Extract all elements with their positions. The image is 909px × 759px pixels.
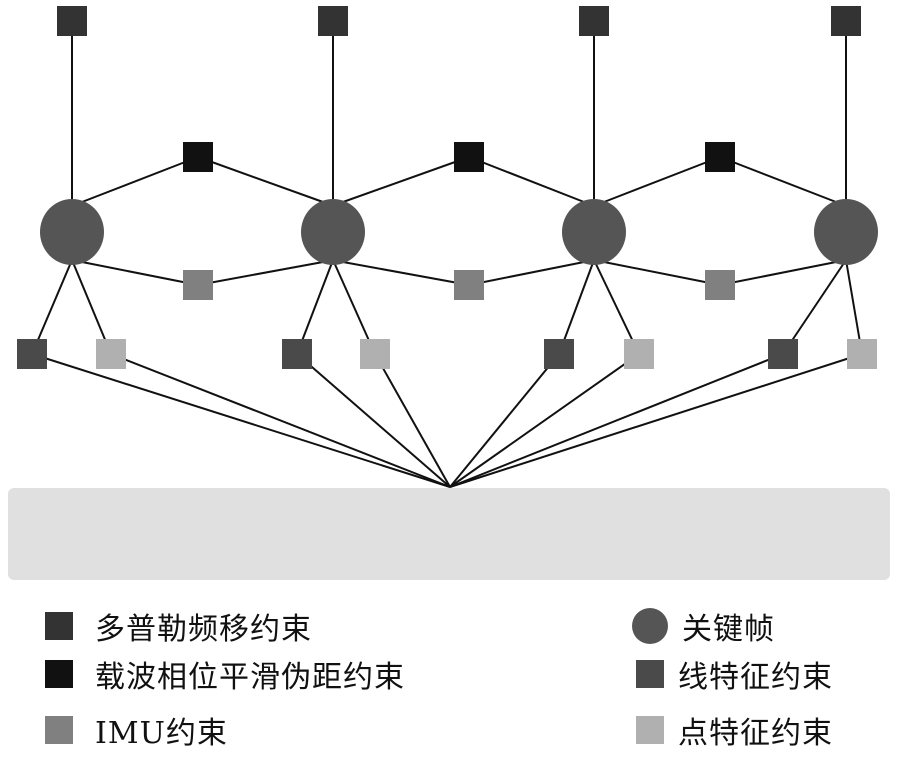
doppler-factor (318, 6, 348, 36)
keyframe-node (301, 199, 365, 265)
point-feature-edge (593, 259, 640, 355)
point-feature-factor-swatch (636, 716, 664, 744)
landmark-edge (449, 353, 784, 488)
legend-label-keyframe: 关键帧 (682, 612, 775, 647)
line-feature-edge (31, 259, 73, 355)
imu-factor (454, 270, 484, 300)
carrier-factor-swatch (45, 660, 73, 688)
carrier-edge (342, 156, 470, 203)
point-feature-edge (845, 259, 863, 355)
imu-factor-swatch (45, 716, 73, 744)
factor-graph (8, 6, 890, 580)
landmark-edge (449, 353, 560, 488)
doppler-factor (831, 6, 861, 36)
legend-item-doppler: 多普勒频移约束 (45, 606, 312, 647)
carrier-edge (603, 156, 721, 203)
doppler-factor (57, 6, 87, 36)
landmark-edge (296, 353, 451, 488)
point-feature-edge (332, 259, 376, 355)
carrier-factor (183, 142, 213, 172)
legend-label-line-feature: 线特征约束 (678, 660, 833, 695)
carrier-edge (468, 156, 585, 203)
legend-item-carrier: 载波相位平滑伪距约束 (45, 654, 405, 695)
keyframe-node (814, 199, 878, 265)
point-feature-factor (360, 339, 390, 369)
imu-edge (603, 261, 721, 286)
legend-item-imu: IMU约束 (45, 710, 228, 751)
carrier-edge (197, 156, 324, 203)
legend: 多普勒频移约束 载波相位平滑伪距约束 IMU约束 关键帧 线特征约束 点特征约束 (0, 600, 909, 759)
imu-factor (705, 270, 735, 300)
line-feature-edge (296, 259, 334, 355)
line-feature-edge (782, 259, 847, 355)
imu-edge (468, 261, 585, 286)
landmark-edge (449, 353, 863, 488)
legend-item-point-feature: 点特征约束 (636, 710, 833, 751)
line-feature-factor (544, 339, 574, 369)
line-feature-factor (282, 339, 312, 369)
landmark-map-region (8, 488, 890, 580)
legend-label-imu: IMU约束 (95, 716, 228, 751)
point-feature-factor (847, 339, 877, 369)
imu-factor (183, 270, 213, 300)
imu-edge (342, 261, 470, 286)
legend-label-point-feature: 点特征约束 (678, 716, 833, 751)
landmark-edge (31, 353, 451, 488)
imu-edge (197, 261, 324, 286)
factor-nodes (17, 6, 878, 369)
line-feature-factor (768, 339, 798, 369)
point-feature-edge (71, 259, 112, 355)
point-feature-factor (96, 339, 126, 369)
landmark-edge (449, 353, 640, 488)
landmark-edge (110, 353, 451, 488)
line-feature-factor-swatch (636, 660, 664, 688)
doppler-factor-swatch (45, 612, 73, 640)
line-feature-edge (558, 259, 595, 355)
factor-edges (31, 35, 863, 488)
legend-label-doppler: 多普勒频移约束 (95, 612, 312, 647)
landmark-edge (374, 353, 451, 488)
legend-label-carrier: 载波相位平滑伪距约束 (95, 660, 405, 695)
imu-edge (719, 261, 837, 286)
keyframe-node (562, 199, 626, 265)
legend-item-line-feature: 线特征约束 (636, 654, 833, 695)
carrier-edge (81, 156, 199, 203)
line-feature-factor (17, 339, 47, 369)
imu-edge (81, 261, 199, 286)
carrier-factor (705, 142, 735, 172)
legend-item-keyframe: 关键帧 (632, 606, 775, 647)
carrier-factor (454, 142, 484, 172)
point-feature-factor (624, 339, 654, 369)
keyframe-swatch (632, 608, 668, 644)
keyframe-node (40, 199, 104, 265)
doppler-factor (579, 6, 609, 36)
carrier-edge (719, 156, 837, 203)
